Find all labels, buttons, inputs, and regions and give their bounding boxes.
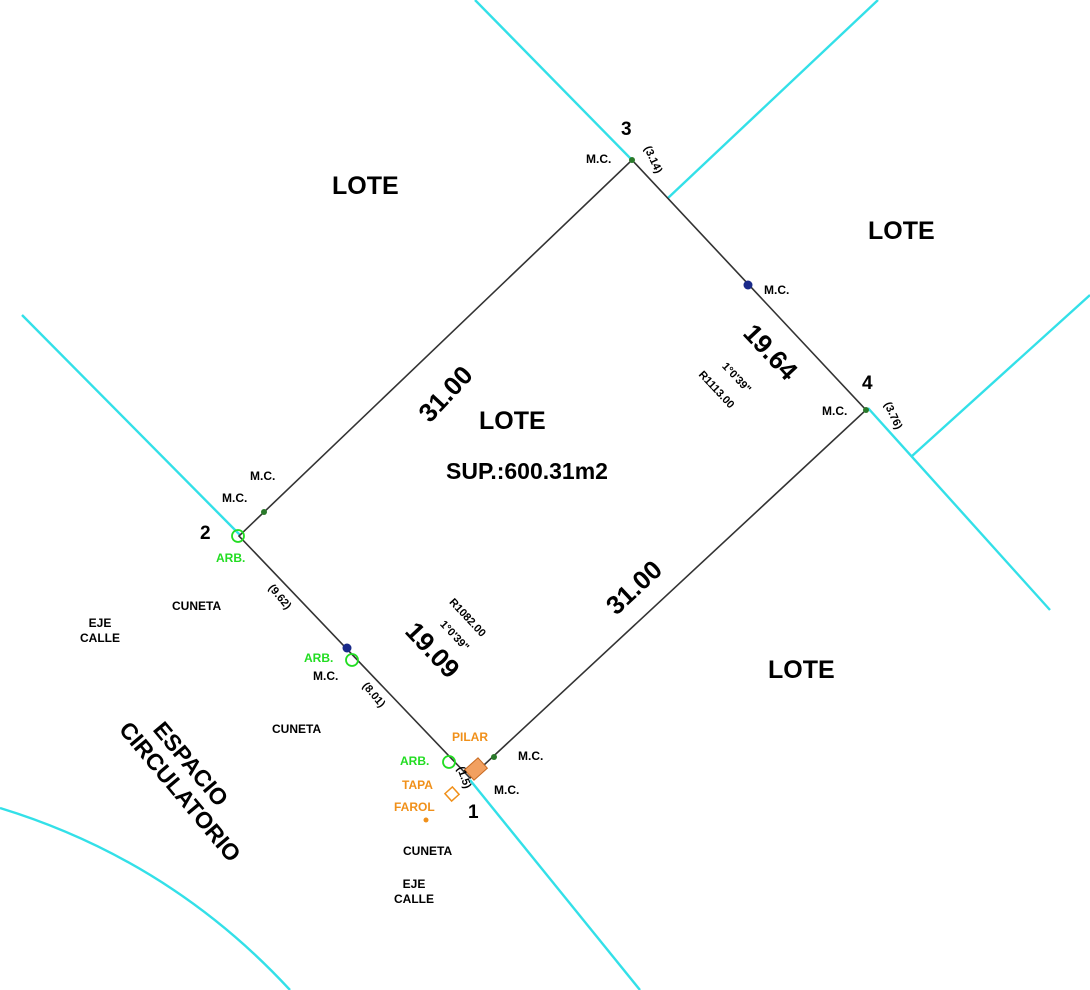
tree-label-v2: ARB.	[216, 551, 245, 565]
mc-label-right-blue: M.C.	[764, 283, 789, 297]
offset-left-lower: (8.01)	[360, 680, 388, 710]
street-line-top-left	[474, 0, 633, 161]
pillar-icon	[463, 757, 489, 781]
vertex-number-4: 4	[862, 373, 873, 394]
trees	[231, 529, 456, 769]
infrastructure	[423, 757, 489, 823]
streetlight-label: FAROL	[394, 800, 435, 814]
monuments	[261, 157, 869, 760]
street-axis-label-bottom-eje: EJE	[403, 877, 426, 891]
mc-label-left-lower: M.C.	[222, 491, 247, 505]
cover-label: TAPA	[402, 778, 433, 792]
street-axis-label-bottom-calle: CALLE	[394, 892, 434, 906]
lot-boundary	[237, 158, 868, 780]
parcel-area: SUP.:600.31m2	[446, 458, 608, 484]
tree-icon-mid-left	[345, 653, 359, 667]
street-axis-label-left-eje: EJE	[89, 616, 112, 630]
monument-marker-v4	[863, 407, 869, 413]
street-line-right-diagonal	[867, 407, 1051, 611]
pillar-label: PILAR	[452, 730, 488, 744]
street-line-bottom-diagonal	[469, 779, 641, 990]
mc-label-v1-upper: M.C.	[518, 749, 543, 763]
street-line-left-upper	[21, 314, 241, 536]
offset-v3: (3.14)	[641, 144, 664, 175]
dimension-bottom-right-side: 31.00	[600, 554, 668, 620]
street-curve-bottom-left	[0, 806, 291, 990]
monument-marker-blue-right	[743, 280, 753, 290]
street-line-top-right	[667, 0, 879, 199]
vertex-number-3: 3	[621, 119, 632, 140]
tree-label-v1: ARB.	[400, 754, 429, 768]
dimension-top-left-side: 31.00	[412, 360, 478, 428]
vertex-number-1: 1	[468, 802, 479, 823]
neighbor-lot-label-top-right: LOTE	[868, 217, 935, 245]
mc-label-left-upper: M.C.	[250, 469, 275, 483]
tree-label-mid-left: ARB.	[304, 651, 333, 665]
cover-icon	[443, 785, 461, 803]
offset-left-upper: (9.62)	[266, 582, 294, 612]
monument-marker-blue-left	[342, 643, 352, 653]
dimension-right-side: 19.64	[737, 318, 804, 386]
mc-label-v4: M.C.	[822, 404, 847, 418]
gutter-label-middle: CUNETA	[272, 722, 321, 736]
monument-marker-upper-left	[261, 509, 267, 515]
neighbor-lot-label-bottom-right: LOTE	[768, 656, 835, 684]
tree-icon-v2	[231, 529, 245, 543]
street-axis-label-left-calle: CALLE	[80, 631, 120, 645]
gutter-label-bottom: CUNETA	[403, 844, 452, 858]
vertex-number-2: 2	[200, 523, 211, 544]
dimension-left-side: 19.09	[399, 616, 465, 684]
streetlight-icon	[423, 817, 429, 823]
gutter-label-upper: CUNETA	[172, 599, 221, 613]
tree-icon-v1	[442, 755, 456, 769]
street-line-right-upper	[911, 294, 1090, 457]
parcel-label: LOTE	[479, 407, 546, 435]
neighbor-lot-label-top-left: LOTE	[332, 172, 399, 200]
monument-marker-v3	[629, 157, 635, 163]
mc-label-v1-lower: M.C.	[494, 783, 519, 797]
monument-marker-v1	[491, 754, 497, 760]
mc-label-mid-left: M.C.	[313, 669, 338, 683]
mc-label-v3: M.C.	[586, 152, 611, 166]
